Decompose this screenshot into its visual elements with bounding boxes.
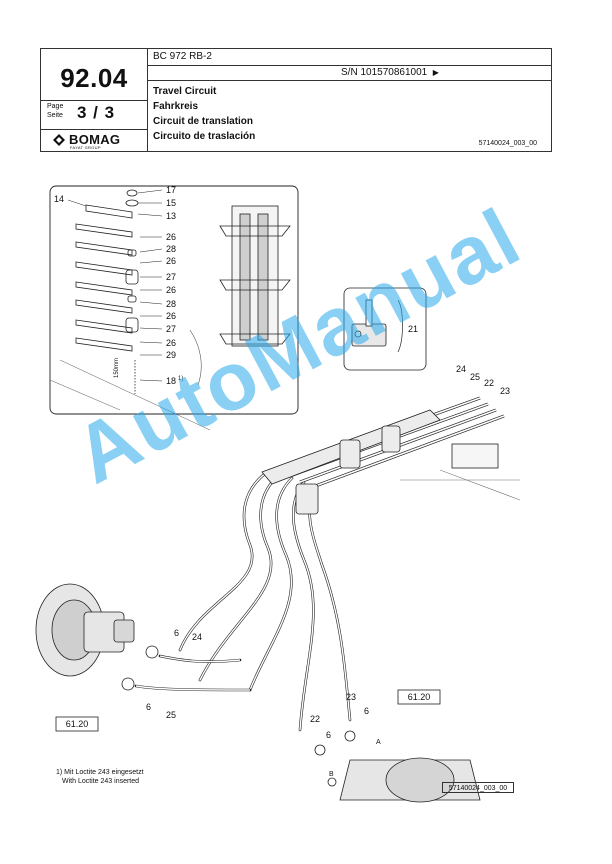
callout-23: 23 bbox=[346, 692, 356, 702]
callout-25: 25 bbox=[470, 372, 480, 382]
drawing-reference: 57140024_003_00 bbox=[442, 782, 514, 793]
callout-26: 26 bbox=[166, 311, 176, 321]
hydraulic-diagram: 61.20 61.20 14 17 15 13 26 28 26 27 26 2… bbox=[35, 185, 521, 803]
callout-footnote-mark: 1) bbox=[178, 376, 183, 382]
footnote: 1) Mit Loctite 243 eingesetzt With Locti… bbox=[56, 769, 144, 785]
mounting-plate bbox=[261, 409, 499, 515]
callout-15: 15 bbox=[166, 198, 176, 208]
callout-26: 26 bbox=[166, 232, 176, 242]
dimension-150mm: 150mm bbox=[114, 358, 120, 378]
ref-label-right: 61.20 bbox=[408, 692, 431, 702]
callout-22: 22 bbox=[484, 378, 494, 388]
ref-box-right bbox=[397, 689, 441, 705]
ref-box-left bbox=[55, 716, 99, 732]
callout-24: 24 bbox=[192, 632, 202, 642]
bomag-logo: BOMAG FAYAT GROUP bbox=[51, 132, 141, 151]
callout-21: 21 bbox=[408, 324, 418, 334]
callout-28: 28 bbox=[166, 244, 176, 254]
callout-28: 28 bbox=[166, 299, 176, 309]
callout-6: 6 bbox=[364, 706, 369, 716]
doc-reference: 57140024_003_00 bbox=[478, 140, 537, 147]
ref-label-left: 61.20 bbox=[66, 719, 89, 729]
callout-26: 26 bbox=[166, 285, 176, 295]
title-es: Circuito de traslación bbox=[153, 131, 256, 142]
section-number: 92.04 bbox=[60, 63, 128, 93]
detail-inset bbox=[49, 185, 299, 415]
callout-23: 23 bbox=[500, 386, 510, 396]
callout-6: 6 bbox=[174, 628, 179, 638]
callout-6: 6 bbox=[146, 702, 151, 712]
callout-27: 27 bbox=[166, 272, 176, 282]
bomag-diamond-icon bbox=[53, 134, 65, 146]
title-fr: Circuit de translation bbox=[153, 116, 254, 127]
callout-25: 25 bbox=[166, 710, 176, 720]
callout-29: 29 bbox=[166, 350, 176, 360]
model-name: BC 972 RB-2 bbox=[153, 51, 212, 62]
callout-26: 26 bbox=[166, 256, 176, 266]
callout-24: 24 bbox=[456, 364, 466, 374]
callout-27: 27 bbox=[166, 324, 176, 334]
port-b: B bbox=[329, 771, 334, 778]
left-drive-motor bbox=[35, 583, 159, 691]
clamp-stack bbox=[75, 189, 139, 394]
title-block: Travel Circuit Fahrkreis Circuit de tran… bbox=[153, 84, 255, 144]
callout-6: 6 bbox=[326, 730, 331, 740]
callout-22: 22 bbox=[310, 714, 320, 724]
right-drive-motor bbox=[314, 730, 481, 803]
header-table: BC 972 RB-2 S/N 101570861001 ▶ 92.04 Pag… bbox=[40, 48, 552, 152]
port-a: A bbox=[376, 739, 381, 746]
title-de: Fahrkreis bbox=[153, 101, 199, 112]
serial-number: S/N 101570861001 ▶ bbox=[341, 67, 439, 78]
bracket-assembly bbox=[219, 205, 291, 347]
callout-18: 18 bbox=[166, 376, 176, 386]
clamp-detail bbox=[351, 299, 387, 347]
callout-14: 14 bbox=[54, 194, 64, 204]
title-en: Travel Circuit bbox=[153, 86, 217, 97]
callout-17: 17 bbox=[166, 185, 176, 195]
callout-13: 13 bbox=[166, 211, 176, 221]
arrow-right-icon: ▶ bbox=[432, 68, 439, 77]
page-number: 3 / 3 bbox=[77, 103, 116, 122]
callout-26: 26 bbox=[166, 338, 176, 348]
